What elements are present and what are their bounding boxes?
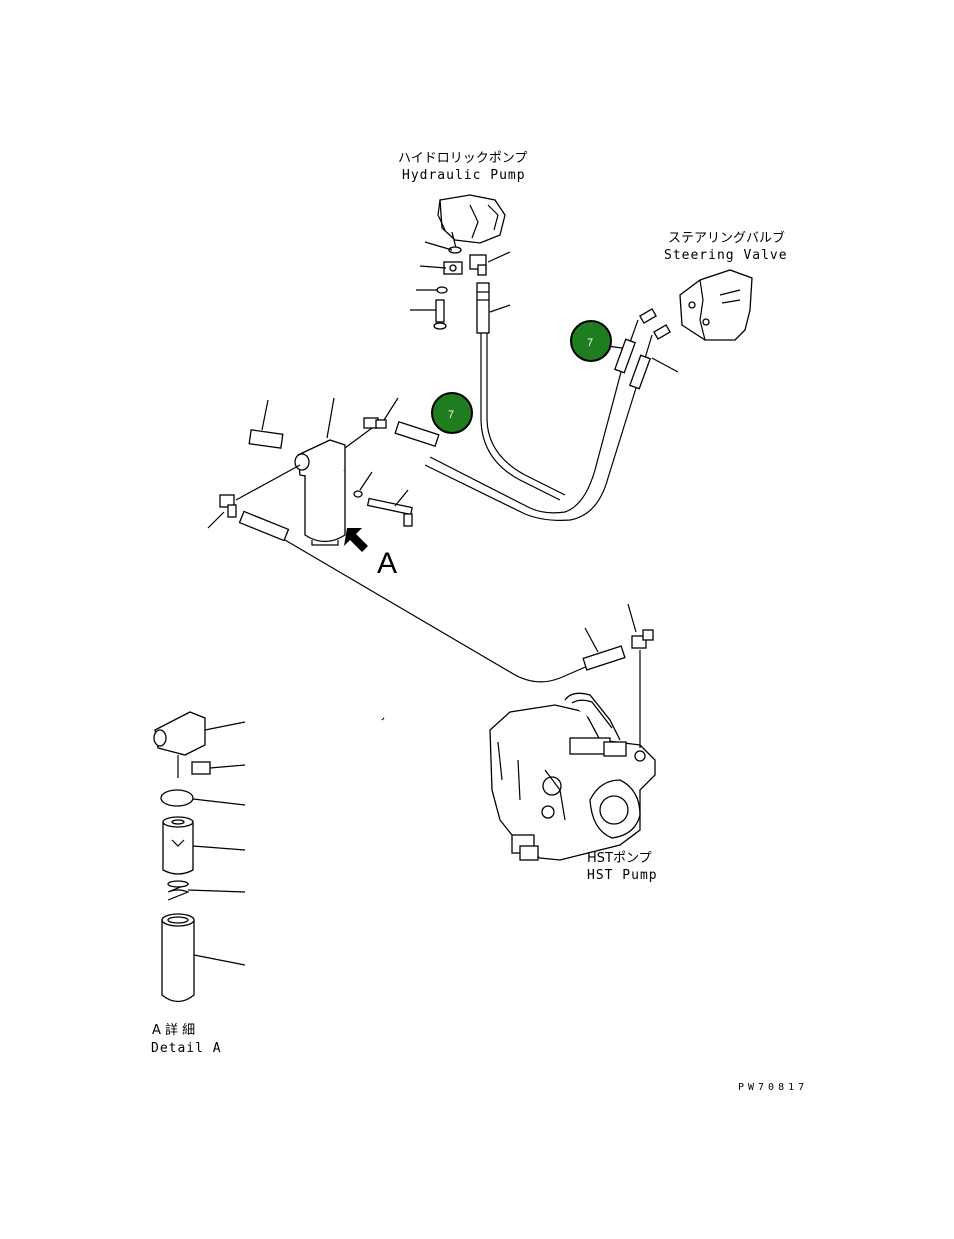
callout-badge-filter-hose[interactable]: 7 bbox=[431, 392, 473, 434]
hydraulic-pump-label-jp: ハイドロリックポンプ bbox=[398, 151, 527, 166]
callout-badge-steering[interactable]: 7 bbox=[570, 320, 612, 362]
steering-valve-label-jp: ステアリングバルブ bbox=[668, 230, 785, 246]
callout-number: 7 bbox=[448, 409, 454, 421]
detail-a-label-jp: A 詳 細 bbox=[152, 1022, 195, 1038]
hydraulic-pump-drawing bbox=[437, 194, 506, 249]
callout-number: 7 bbox=[587, 337, 593, 349]
steering-valve-label-en: Steering Valve bbox=[664, 248, 788, 263]
drawing-number: PW70817 bbox=[738, 1082, 808, 1093]
pump-fittings bbox=[410, 241, 511, 330]
line-filter-drawing bbox=[207, 397, 413, 546]
hst-pump-label-jp: HSTポンプ bbox=[587, 851, 652, 866]
view-arrow-letter: A bbox=[377, 547, 397, 580]
hst-pump-drawing bbox=[489, 603, 656, 861]
detail-a-label-en: Detail A bbox=[151, 1041, 222, 1056]
hydraulic-pump-hose bbox=[476, 282, 566, 501]
hst-pump-label-en: HST Pump bbox=[587, 868, 658, 883]
view-arrow bbox=[344, 528, 368, 552]
detail-a-drawing bbox=[153, 711, 246, 1003]
filter-hose-lower bbox=[238, 510, 626, 683]
hydraulic-pump-label-en: Hydraulic Pump bbox=[402, 168, 526, 183]
filter-hose-upper bbox=[394, 420, 440, 448]
steering-valve-drawing bbox=[679, 269, 753, 341]
steering-valve-hoses bbox=[424, 308, 679, 521]
